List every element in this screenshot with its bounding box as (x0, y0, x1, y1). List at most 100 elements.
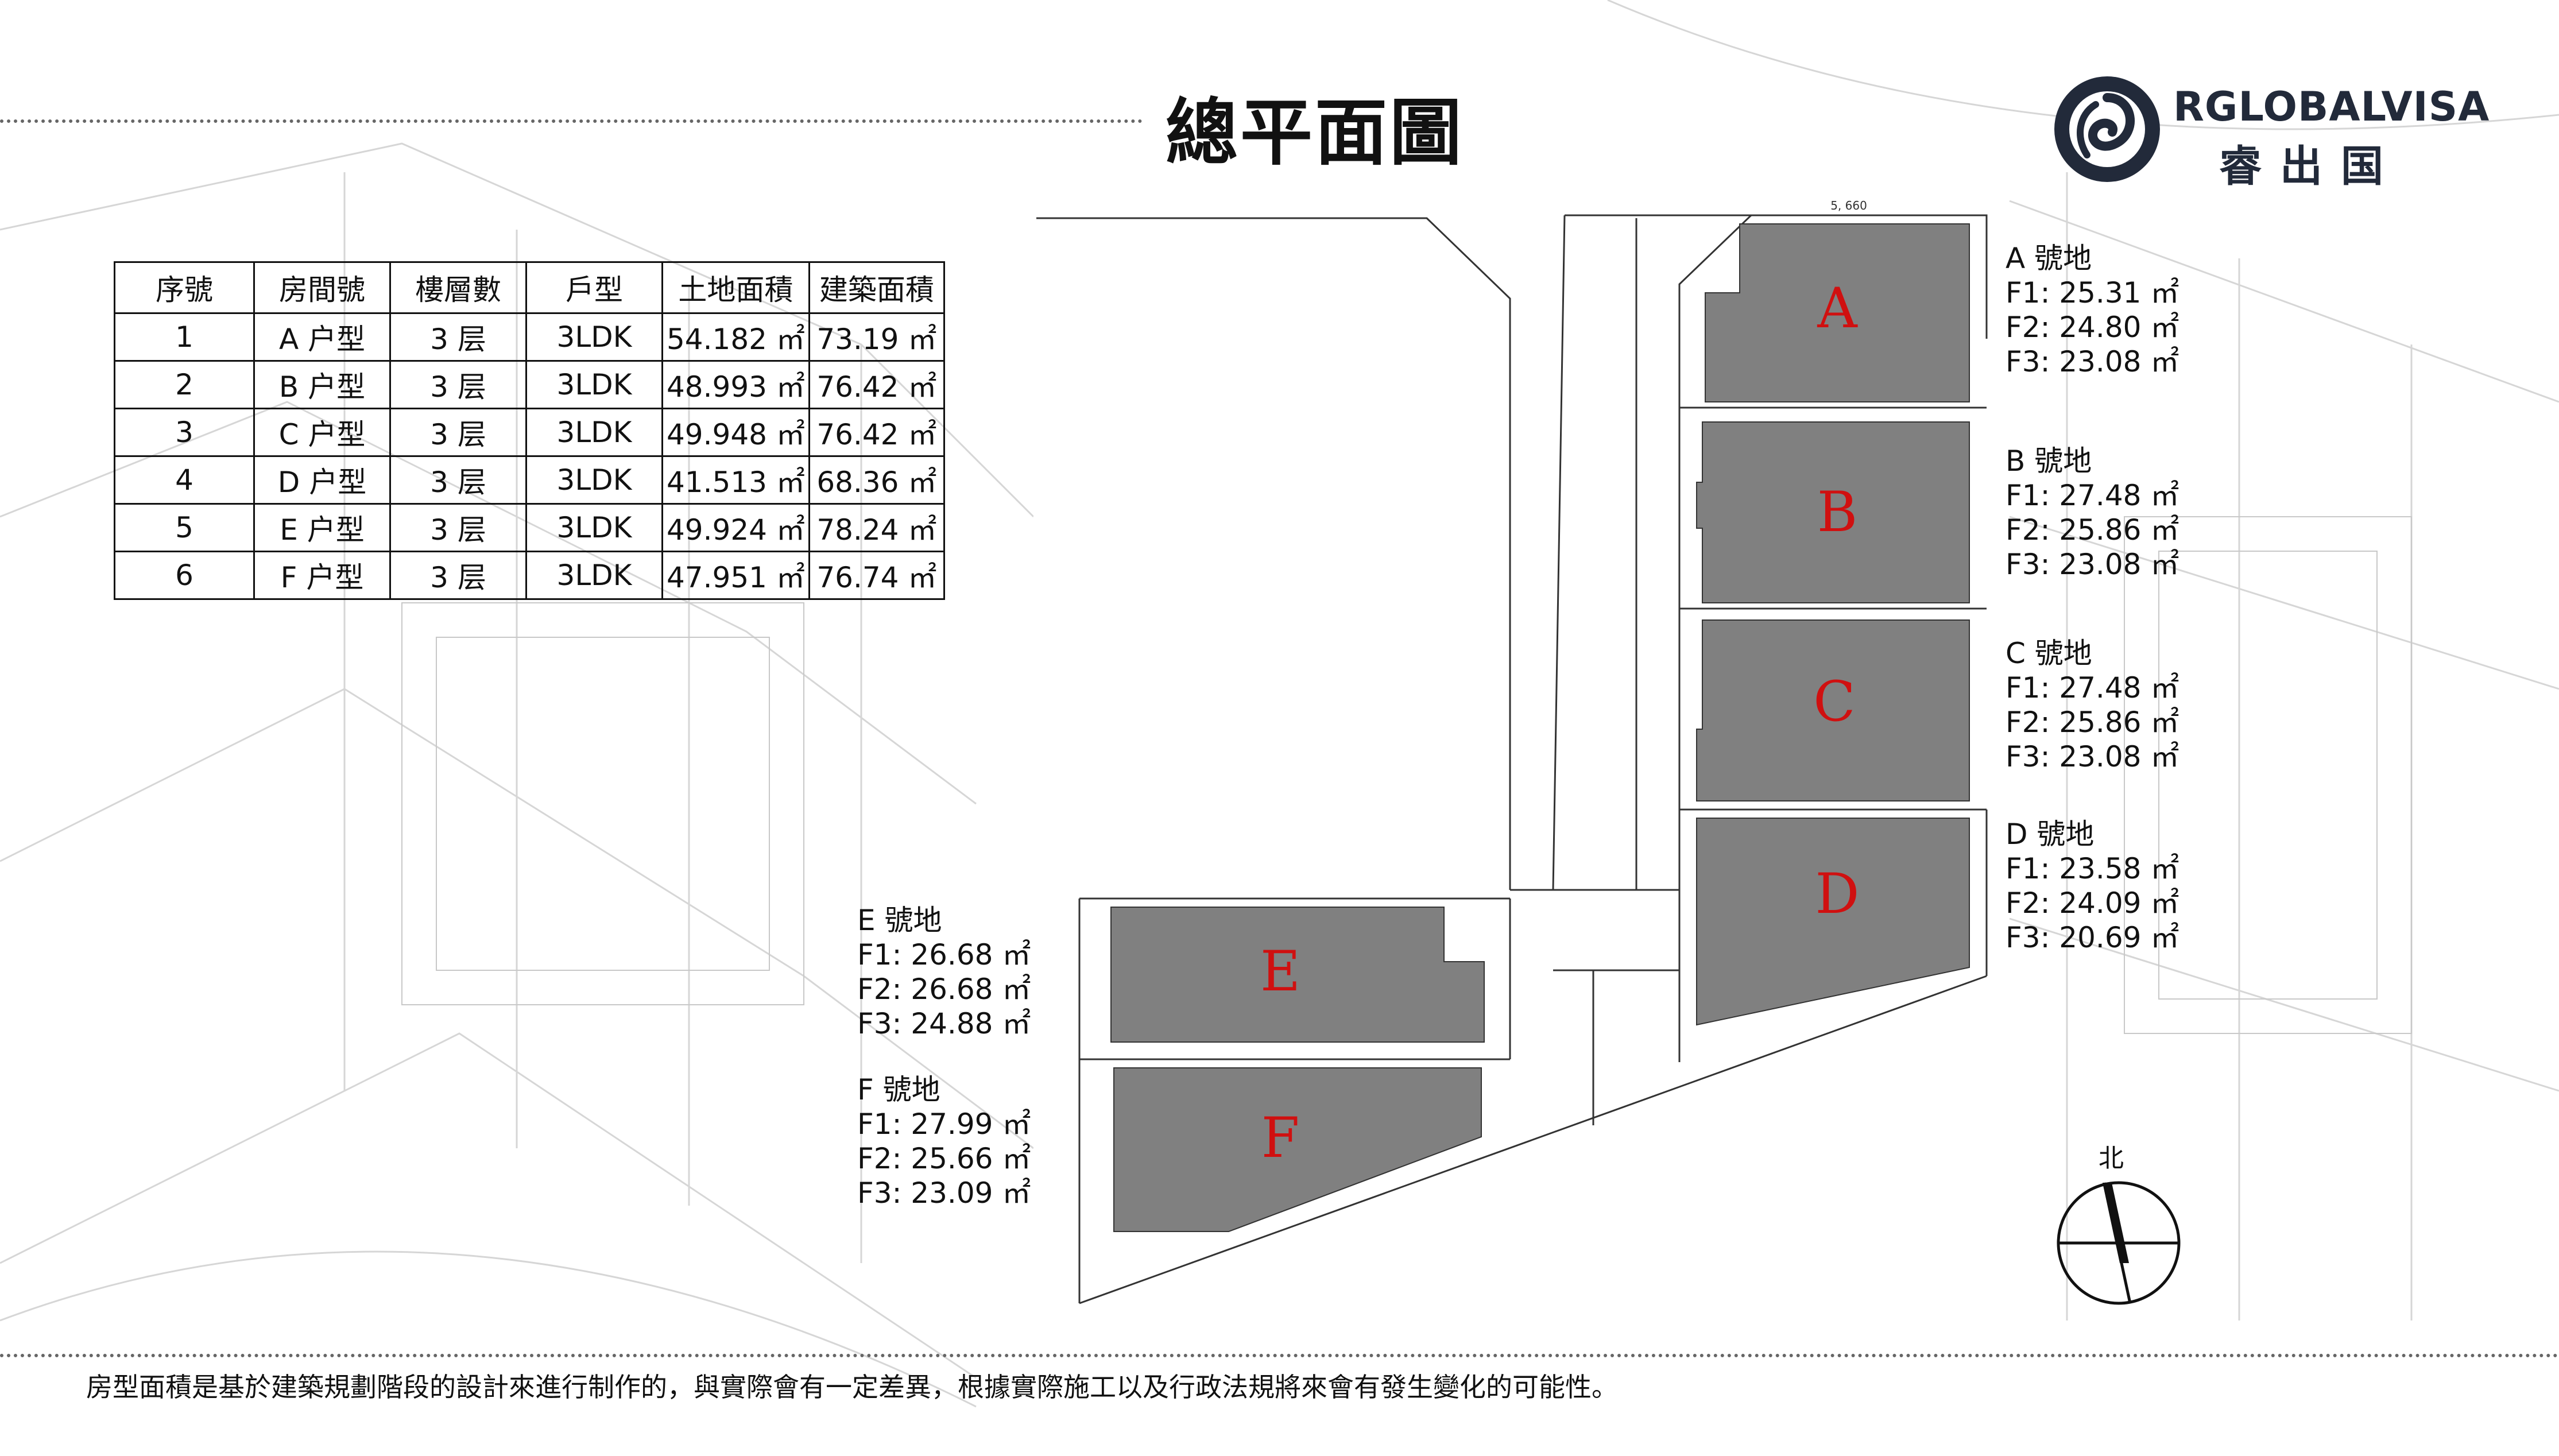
lot-label-e: E 號地 F1: 26.68 ㎡ F2: 26.68 ㎡ F3: 24.88 ㎡ (857, 903, 1031, 1041)
lot-boundaries (1036, 214, 1988, 1304)
lot-title: C 號地 (2006, 637, 2092, 670)
lot-f3: F3: 23.08 ㎡ (2006, 740, 2179, 773)
lot-label-a: A 號地 F1: 25.31 ㎡ F2: 24.80 ㎡ F3: 23.08 ㎡ (2006, 241, 2179, 379)
cell: 49.948 ㎡ (661, 408, 810, 457)
lot-f2: F2: 24.09 ㎡ (2006, 886, 2179, 920)
lot-f2: F2: 25.86 ㎡ (2006, 706, 2179, 739)
cell: 3 层 (389, 408, 527, 457)
table-row: 6 F 户型 3 层 3LDK 47.951 ㎡ 76.74 ㎡ (114, 551, 945, 600)
cell: 3 层 (389, 360, 527, 409)
header-building-area: 建築面積 (808, 261, 945, 314)
bottom-dotted-rule (0, 1354, 2559, 1357)
header-land-area: 土地面積 (661, 261, 810, 314)
cell: 3 层 (389, 503, 527, 552)
building-letter-e: E (1260, 939, 1300, 1004)
building-letters: A B C D E F (1260, 276, 1860, 1170)
cell: 47.951 ㎡ (661, 551, 810, 600)
cell: 73.19 ㎡ (808, 312, 945, 362)
cell: 3LDK (525, 455, 663, 505)
cell: 3LDK (525, 408, 663, 457)
top-dotted-rule (0, 119, 1143, 123)
cell: 68.36 ㎡ (808, 455, 945, 505)
table-row: 3 C 户型 3 层 3LDK 49.948 ㎡ 76.42 ㎡ (114, 408, 945, 457)
building-b (1696, 421, 1970, 603)
cell: 2 (114, 360, 255, 409)
lot-f3: F3: 23.09 ㎡ (857, 1176, 1031, 1210)
cell: F 户型 (253, 551, 391, 600)
cell: 76.74 ㎡ (808, 551, 945, 600)
cell: 54.182 ㎡ (661, 312, 810, 362)
header-room: 房間號 (253, 261, 391, 314)
brand-logo: RGLOBALVISA 睿出国 (2053, 72, 2558, 191)
site-plan-drawing: A B C D E F 5, 660 (1033, 184, 1998, 1326)
unit-spec-table: 序號 房間號 樓層數 戶型 土地面積 建築面積 1 A 户型 3 层 3LDK … (114, 261, 945, 600)
lot-f3: F3: 23.08 ㎡ (2006, 548, 2179, 581)
cell: 3 层 (389, 455, 527, 505)
cell: 4 (114, 455, 255, 505)
lot-f3: F3: 24.88 ㎡ (857, 1007, 1031, 1040)
cell: 48.993 ㎡ (661, 360, 810, 409)
lot-f1: F1: 25.31 ㎡ (2006, 276, 2179, 309)
table-header-row: 序號 房間號 樓層數 戶型 土地面積 建築面積 (114, 261, 945, 314)
building-letter-b: B (1817, 480, 1858, 544)
cell: 3LDK (525, 312, 663, 362)
cell: 3LDK (525, 360, 663, 409)
lot-f2: F2: 24.80 ㎡ (2006, 311, 2179, 344)
cell: 5 (114, 503, 255, 552)
lot-f1: F1: 27.99 ㎡ (857, 1108, 1031, 1141)
lot-f3: F3: 20.69 ㎡ (2006, 921, 2179, 954)
lot-label-b: B 號地 F1: 27.48 ㎡ F2: 25.86 ㎡ F3: 23.08 ㎡ (2006, 444, 2179, 582)
footnote-disclaimer: 房型面積是基於建築規劃階段的設計來進行制作的，與實際會有一定差異，根據實際施工以… (86, 1372, 1618, 1403)
header-floors: 樓層數 (389, 261, 527, 314)
cell: C 户型 (253, 408, 391, 457)
building-footprints (1110, 223, 1970, 1232)
lot-label-d: D 號地 F1: 23.58 ㎡ F2: 24.09 ㎡ F3: 20.69 ㎡ (2006, 817, 2179, 955)
building-c (1696, 619, 1970, 801)
lot-label-f: F 號地 F1: 27.99 ㎡ F2: 25.66 ㎡ F3: 23.09 ㎡ (857, 1072, 1031, 1210)
lot-f1: F1: 27.48 ㎡ (2006, 479, 2179, 512)
lot-title: E 號地 (857, 904, 942, 937)
cell: 76.42 ㎡ (808, 408, 945, 457)
cell: E 户型 (253, 503, 391, 552)
cell: 49.924 ㎡ (661, 503, 810, 552)
north-label: 北 (2099, 1144, 2124, 1173)
building-letter-f: F (1261, 1106, 1300, 1170)
cell: 76.42 ㎡ (808, 360, 945, 409)
lot-f1: F1: 23.58 ㎡ (2006, 852, 2179, 885)
building-letter-a: A (1817, 276, 1858, 340)
cell: 3LDK (525, 551, 663, 600)
cell: B 户型 (253, 360, 391, 409)
table-row: 2 B 户型 3 层 3LDK 48.993 ㎡ 76.42 ㎡ (114, 360, 945, 409)
cell: 3 层 (389, 312, 527, 362)
cell: D 户型 (253, 455, 391, 505)
cell: A 户型 (253, 312, 391, 362)
cell: 41.513 ㎡ (661, 455, 810, 505)
cell: 3LDK (525, 503, 663, 552)
table-row: 5 E 户型 3 层 3LDK 49.924 ㎡ 78.24 ㎡ (114, 503, 945, 552)
header-index: 序號 (114, 261, 255, 314)
building-d (1696, 818, 1970, 1026)
lot-f2: F2: 26.68 ㎡ (857, 973, 1031, 1006)
page-title: 總平面圖 (1166, 91, 1464, 175)
north-arrow-icon: 北 (2057, 1144, 2181, 1305)
lot-f2: F2: 25.86 ㎡ (2006, 513, 2179, 547)
logo-name-cn: 睿出国 (2219, 142, 2402, 191)
lot-title: A 號地 (2006, 242, 2092, 275)
header-type: 戶型 (525, 261, 663, 314)
lot-f1: F1: 27.48 ㎡ (2006, 671, 2179, 704)
building-e (1110, 907, 1485, 1043)
lot-f3: F3: 23.08 ㎡ (2006, 345, 2179, 378)
lot-title: D 號地 (2006, 818, 2095, 851)
logo-name-en: RGLOBALVISA (2173, 83, 2490, 130)
lot-f2: F2: 25.66 ㎡ (857, 1142, 1031, 1175)
table-row: 1 A 户型 3 层 3LDK 54.182 ㎡ 73.19 ㎡ (114, 312, 945, 362)
cell: 6 (114, 551, 255, 600)
lot-title: B 號地 (2006, 444, 2092, 478)
cell: 78.24 ㎡ (808, 503, 945, 552)
building-f (1113, 1067, 1482, 1232)
lot-f1: F1: 26.68 ㎡ (857, 938, 1031, 971)
building-letter-d: D (1815, 862, 1860, 926)
cell: 1 (114, 312, 255, 362)
swirl-logo-icon (2054, 76, 2160, 182)
dimension-top: 5, 660 (1830, 199, 1867, 212)
